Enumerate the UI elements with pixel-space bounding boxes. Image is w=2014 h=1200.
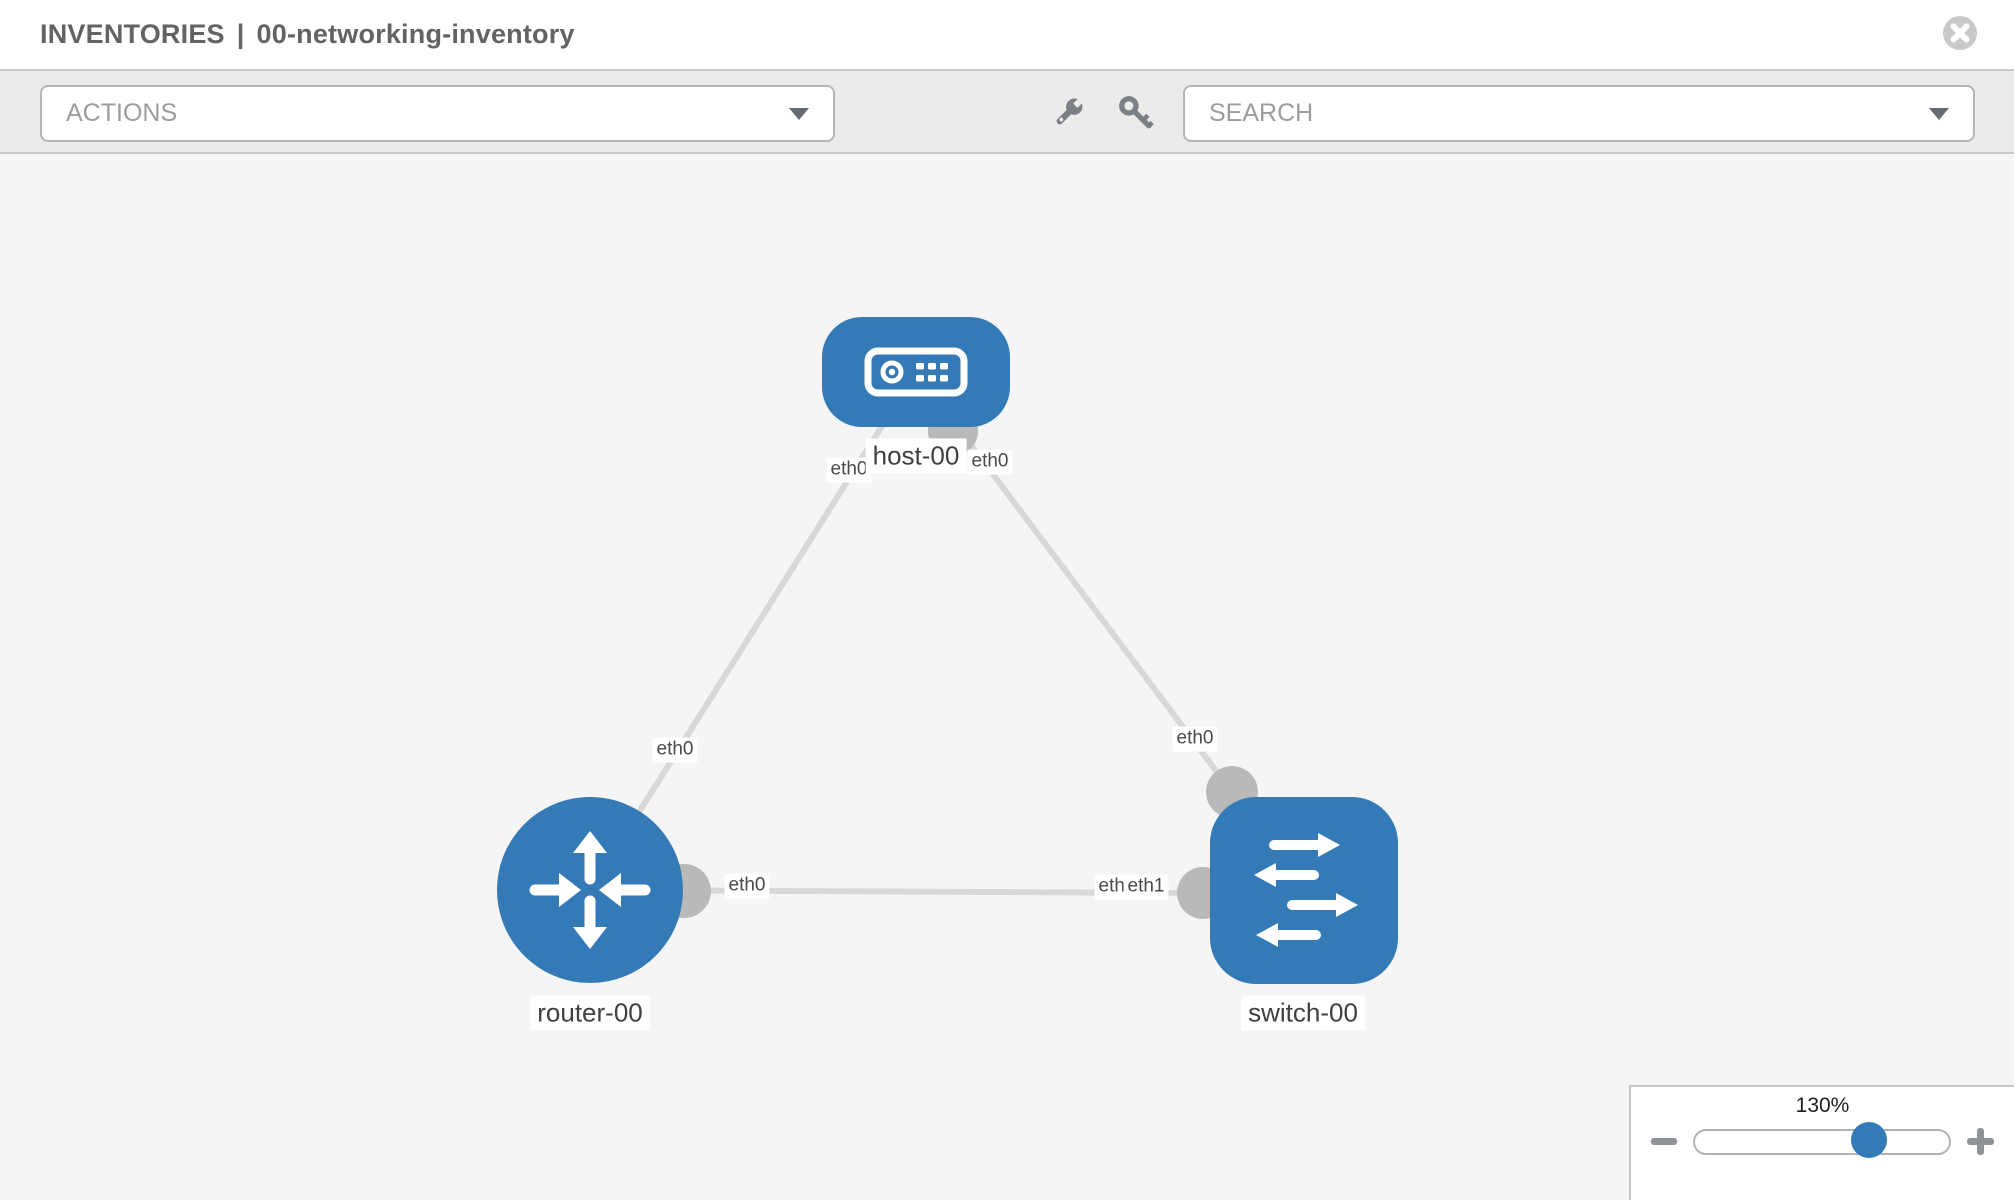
zoom-in-plus-icon[interactable] bbox=[1967, 1128, 1994, 1155]
key-icon bbox=[1119, 96, 1154, 129]
breadcrumb-separator: | bbox=[236, 19, 245, 49]
search-dropdown[interactable]: SEARCH bbox=[1183, 85, 1975, 142]
chevron-down-icon bbox=[1929, 107, 1949, 120]
node-label-router: router-00 bbox=[530, 995, 650, 1031]
router-icon bbox=[529, 831, 651, 949]
actions-dropdown-label: ACTIONS bbox=[66, 99, 178, 127]
breadcrumb-section: INVENTORIES bbox=[40, 19, 225, 49]
close-icon bbox=[1943, 16, 1977, 50]
node-router[interactable] bbox=[497, 797, 683, 983]
node-switch[interactable] bbox=[1210, 797, 1398, 984]
credentials-button[interactable] bbox=[1116, 93, 1156, 133]
node-host[interactable] bbox=[822, 317, 1010, 427]
zoom-panel: 130% bbox=[1629, 1085, 2014, 1200]
switch-icon bbox=[1254, 833, 1358, 947]
actions-dropdown[interactable]: ACTIONS bbox=[40, 85, 835, 142]
zoom-slider-handle[interactable] bbox=[1851, 1121, 1887, 1158]
interface-label: eth0 bbox=[826, 457, 872, 483]
interface-label: eth0 bbox=[724, 873, 770, 899]
page-header: INVENTORIES | 00-networking-inventory bbox=[0, 0, 2014, 71]
zoom-slider-track[interactable] bbox=[1693, 1121, 1951, 1158]
host-icon bbox=[864, 347, 968, 397]
topology-canvas[interactable]: eth0 eth0 eth0 eth0 eth0 eth0 eth1 host-… bbox=[0, 154, 2014, 1200]
toolbar: ACTIONS SEARCH bbox=[0, 71, 2014, 154]
zoom-out-minus-icon[interactable] bbox=[1651, 1138, 1677, 1145]
inventory-name: 00-networking-inventory bbox=[256, 19, 575, 49]
zoom-slider-row bbox=[1631, 1121, 2014, 1158]
configure-button[interactable] bbox=[1048, 93, 1088, 133]
interface-label: eth0 bbox=[1172, 726, 1218, 752]
wrench-icon bbox=[1056, 97, 1084, 125]
zoom-value: 130% bbox=[1795, 1094, 1850, 1117]
node-label-host: host-00 bbox=[865, 438, 967, 474]
chevron-down-icon bbox=[789, 107, 809, 120]
search-placeholder: SEARCH bbox=[1209, 99, 1314, 127]
interface-label: eth0 bbox=[652, 737, 698, 763]
interface-label: eth1 bbox=[1123, 874, 1169, 900]
interface-label: eth0 bbox=[967, 449, 1013, 475]
close-button[interactable] bbox=[1942, 15, 1978, 51]
node-label-switch: switch-00 bbox=[1241, 995, 1365, 1031]
breadcrumb: INVENTORIES | 00-networking-inventory bbox=[40, 0, 575, 69]
